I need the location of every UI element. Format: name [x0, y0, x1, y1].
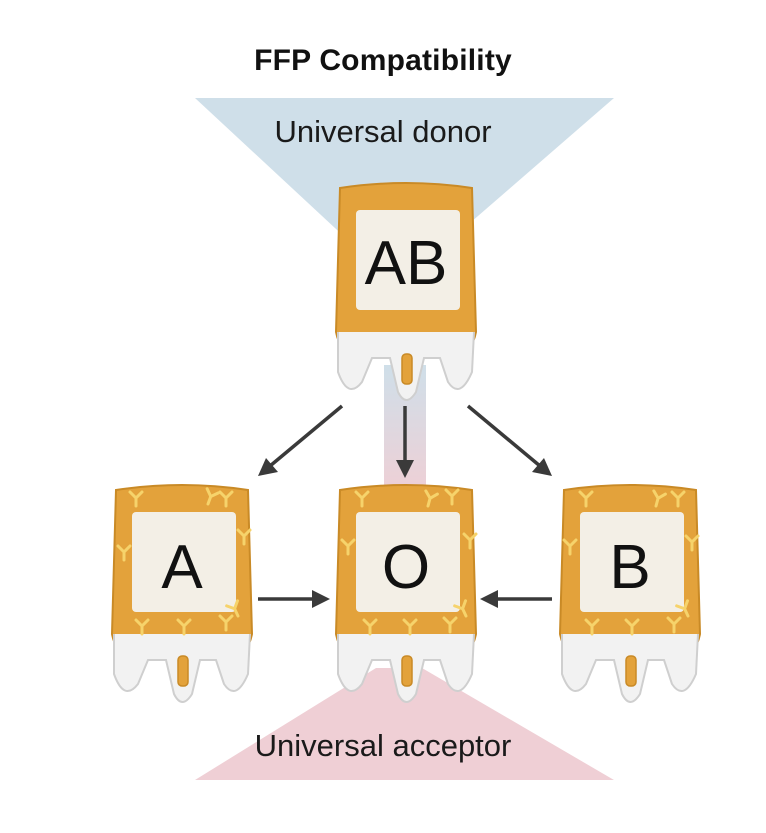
- bag-o: [334, 484, 478, 703]
- bag-a-label: A: [161, 533, 203, 602]
- arrow-b-to-o: [480, 590, 552, 608]
- universal-acceptor-caption: Universal acceptor: [254, 728, 512, 763]
- bag-ab-label-plate: [356, 210, 460, 310]
- bag-ab: [334, 182, 478, 401]
- arrow-ab-to-b: [466, 404, 552, 476]
- bag-o-label: O: [382, 533, 430, 602]
- bag-b: [558, 484, 702, 703]
- arrow-a-to-o: [258, 590, 330, 608]
- acceptor-zone: [195, 668, 614, 780]
- bag-a-label-plate: [132, 512, 236, 612]
- universal-donor-caption: Universal donor: [274, 114, 492, 149]
- bag-b-label: B: [609, 533, 650, 602]
- diagram-title: FFP Compatibility: [254, 44, 512, 77]
- arrow-ab-to-o: [396, 406, 414, 478]
- bag-b-label-plate: [580, 512, 684, 612]
- bag-a: [110, 484, 254, 703]
- arrow-ab-to-a: [258, 404, 344, 476]
- bag-ab-label: AB: [365, 229, 448, 298]
- bag-o-label-plate: [356, 512, 460, 612]
